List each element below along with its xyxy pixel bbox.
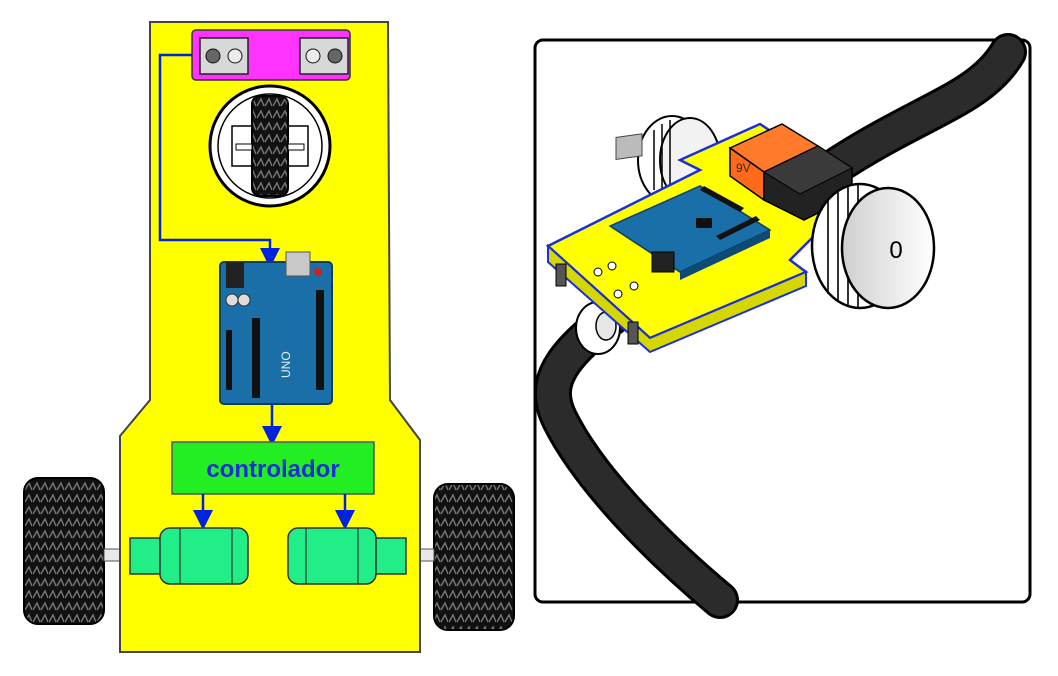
chassis-top-view: UNO controlador	[23, 21, 515, 653]
battery-9v-icon: 9V	[728, 123, 854, 221]
sensor-board	[191, 29, 351, 81]
left-wheel	[23, 477, 135, 625]
sensor-to-arduino-wire	[158, 53, 280, 268]
svg-text:UNO: UNO	[279, 351, 293, 378]
left-motor-icon	[129, 527, 249, 585]
perspective-view-panel: 9V 0	[533, 33, 1032, 619]
battery-label: 9V	[736, 161, 751, 175]
left-tire-icon	[23, 477, 105, 625]
wheel-label: 0	[889, 237, 902, 264]
controller-box: controlador	[171, 441, 375, 495]
controller-label: controlador	[206, 456, 339, 483]
right-tire-icon	[433, 483, 515, 631]
caster-wheel-icon	[208, 84, 332, 208]
arduino-board-3d-icon	[608, 133, 772, 280]
right-motor-icon	[287, 527, 407, 585]
right-drive-wheel-icon: 0	[810, 182, 936, 310]
arduino-uno-icon: UNO	[219, 251, 333, 405]
